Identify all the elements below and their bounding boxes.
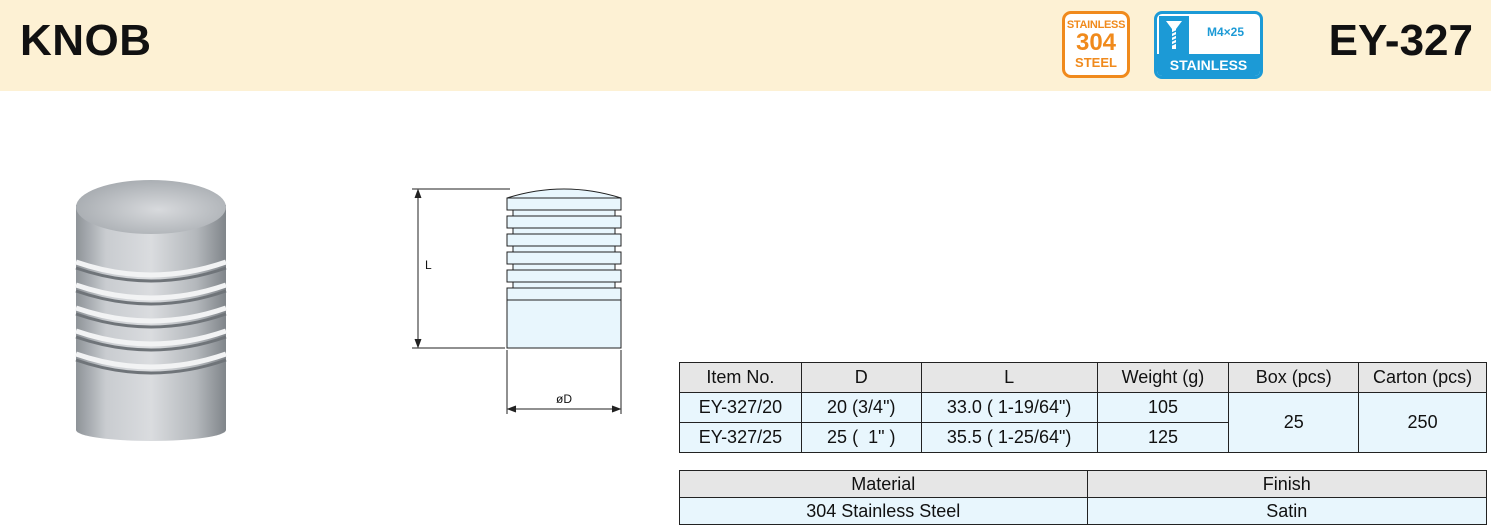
cell-finish: Satin xyxy=(1086,497,1487,525)
cell-carton: 250 xyxy=(1358,392,1487,453)
screw-badge: M4×25 STAINLESS xyxy=(1154,11,1263,79)
cell-item-no: EY-327/20 xyxy=(679,392,802,423)
table-row: EY-327/25 25 ( 1" ) 35.5 ( 1-25/64") 125 xyxy=(679,422,1487,453)
header-box: Box (pcs) xyxy=(1228,362,1360,393)
header-d: D xyxy=(800,362,922,393)
length-label: L xyxy=(425,258,432,272)
spec-table: Item No. D L Weight (g) Box (pcs) Carton… xyxy=(679,362,1487,453)
screw-spec: M4×25 xyxy=(1207,25,1245,39)
screw-icon xyxy=(1159,16,1189,54)
screw-label: STAINLESS xyxy=(1157,54,1260,76)
cell-d: 20 (3/4") xyxy=(800,392,922,423)
cell-item-no: EY-327/25 xyxy=(679,422,802,453)
cell-weight: 125 xyxy=(1096,422,1230,453)
stainless-304-badge: STAINLESS 304 STEEL xyxy=(1062,11,1130,78)
technical-drawing: L øD xyxy=(405,180,635,425)
badge-line3: STEEL xyxy=(1075,55,1117,70)
badge-line1: STAINLESS xyxy=(1066,19,1126,31)
header-material: Material xyxy=(679,470,1088,498)
header-l: L xyxy=(920,362,1098,393)
header-weight: Weight (g) xyxy=(1096,362,1230,393)
model-number: EY-327 xyxy=(1328,16,1473,65)
cell-l: 35.5 ( 1-25/64") xyxy=(920,422,1098,453)
cell-weight: 105 xyxy=(1096,392,1230,423)
table-row: EY-327/20 20 (3/4") 33.0 ( 1-19/64") 105… xyxy=(679,392,1487,453)
header-finish: Finish xyxy=(1086,470,1487,498)
header-carton: Carton (pcs) xyxy=(1358,362,1487,393)
header-bar: KNOB STAINLESS 304 STEEL M4×25 STAINLESS… xyxy=(0,0,1491,91)
material-table: Material Finish 304 Stainless Steel Sati… xyxy=(679,470,1487,525)
page-title: KNOB xyxy=(20,16,152,65)
table-row: 304 Stainless Steel Satin xyxy=(679,497,1487,525)
cell-box: 25 xyxy=(1228,392,1360,453)
cell-l: 33.0 ( 1-19/64") xyxy=(920,392,1098,423)
cell-material: 304 Stainless Steel xyxy=(679,497,1088,525)
header-item-no: Item No. xyxy=(679,362,802,393)
diameter-label: øD xyxy=(556,392,572,406)
badge-line2: 304 xyxy=(1075,29,1117,56)
cell-d: 25 ( 1" ) xyxy=(800,422,922,453)
product-photo xyxy=(70,180,240,455)
